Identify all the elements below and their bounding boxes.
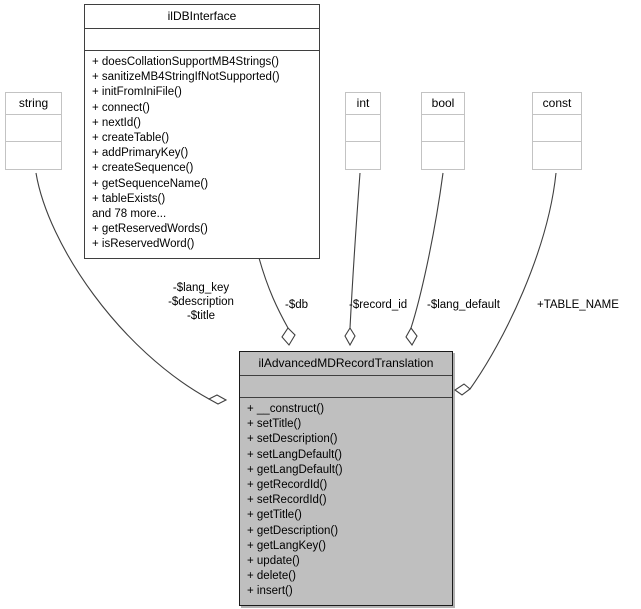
operation-row: + getRecordId() [247,479,328,492]
operation-row: + delete() [247,570,296,583]
class-operations-bool [422,142,464,169]
operation-row: + setTitle() [247,418,302,431]
operation-row: + update() [247,555,300,568]
edge-label-line: -$title [186,310,216,322]
class-title-ildbinterface: ilDBInterface [85,5,319,29]
edge-const-to-main [454,172,557,396]
operation-row: + nextId() [92,116,141,129]
edge-label-interface-to-main: -$db [285,298,308,312]
class-title-bool: bool [422,93,464,115]
operation-row: + setDescription() [247,433,338,446]
operation-row: + getDescription() [247,524,339,537]
edge-int-to-main [344,172,361,347]
class-attributes-ildbinterface [85,29,319,51]
operation-row: + insert() [247,585,293,598]
operation-row: + setLangDefault() [247,448,342,461]
operation-row: + getTitle() [247,509,302,522]
operation-row: + sanitizeMB4StringIfNotSupported() [92,71,280,84]
edge-label-line: +TABLE_NAME [537,299,619,311]
operation-row: + getLangKey() [247,539,326,552]
edge-label-bool-to-main: -$lang_default [427,298,500,312]
class-node-iladvancedmdrecordtranslation[interactable]: ilAdvancedMDRecordTranslation + __constr… [239,351,453,606]
class-node-ildbinterface[interactable]: ilDBInterface + doesCollationSupportMB4S… [84,4,320,259]
class-attributes-int [346,115,380,142]
edge-label-line: -$description [168,296,234,308]
operation-row: + getReservedWords() [92,223,208,236]
class-attributes-bool [422,115,464,142]
operation-row: + connect() [92,101,150,114]
edge-label-int-to-main: -$record_id [349,298,407,312]
edge-label-string-to-main: -$lang_key -$description -$title [126,281,276,323]
edge-label-line: -$lang_default [427,299,500,311]
class-node-string[interactable]: string [5,92,62,170]
operation-row: + initFromIniFile() [92,86,182,99]
class-operations-iladvancedmdrecordtranslation: + __construct() + setTitle() + setDescri… [240,398,452,605]
class-operations-int [346,142,380,169]
class-title-string: string [6,93,61,115]
edge-bool-to-main [405,172,444,347]
class-attributes-string [6,115,61,142]
operation-row: + isReservedWord() [92,238,195,251]
operation-row: + getSequenceName() [92,177,209,190]
operation-row: + __construct() [247,403,325,415]
edge-label-line: -$lang_key [172,282,230,294]
operation-row: + doesCollationSupportMB4Strings() [92,56,279,68]
edge-label-const-to-main: +TABLE_NAME [537,298,619,312]
class-operations-const [533,142,581,169]
class-attributes-const [533,115,581,142]
class-title-iladvancedmdrecordtranslation: ilAdvancedMDRecordTranslation [240,352,452,376]
operation-row: + getLangDefault() [247,463,343,476]
class-title-const: const [533,93,581,115]
operation-row-more: and 78 more... [92,208,167,221]
operation-row: + createSequence() [92,162,194,175]
class-node-int[interactable]: int [345,92,381,170]
edge-label-line: -$record_id [349,299,408,311]
class-operations-ildbinterface: + doesCollationSupportMB4Strings() + san… [85,51,319,258]
operation-row: + createTable() [92,132,170,145]
operation-row: + tableExists() [92,192,166,205]
operation-row: + addPrimaryKey() [92,147,189,160]
operation-row: + setRecordId() [247,494,327,507]
class-title-int: int [346,93,380,115]
class-attributes-iladvancedmdrecordtranslation [240,376,452,398]
class-node-const[interactable]: const [532,92,582,170]
edge-label-line: -$db [285,299,309,311]
class-operations-string [6,142,61,169]
class-node-bool[interactable]: bool [421,92,465,170]
